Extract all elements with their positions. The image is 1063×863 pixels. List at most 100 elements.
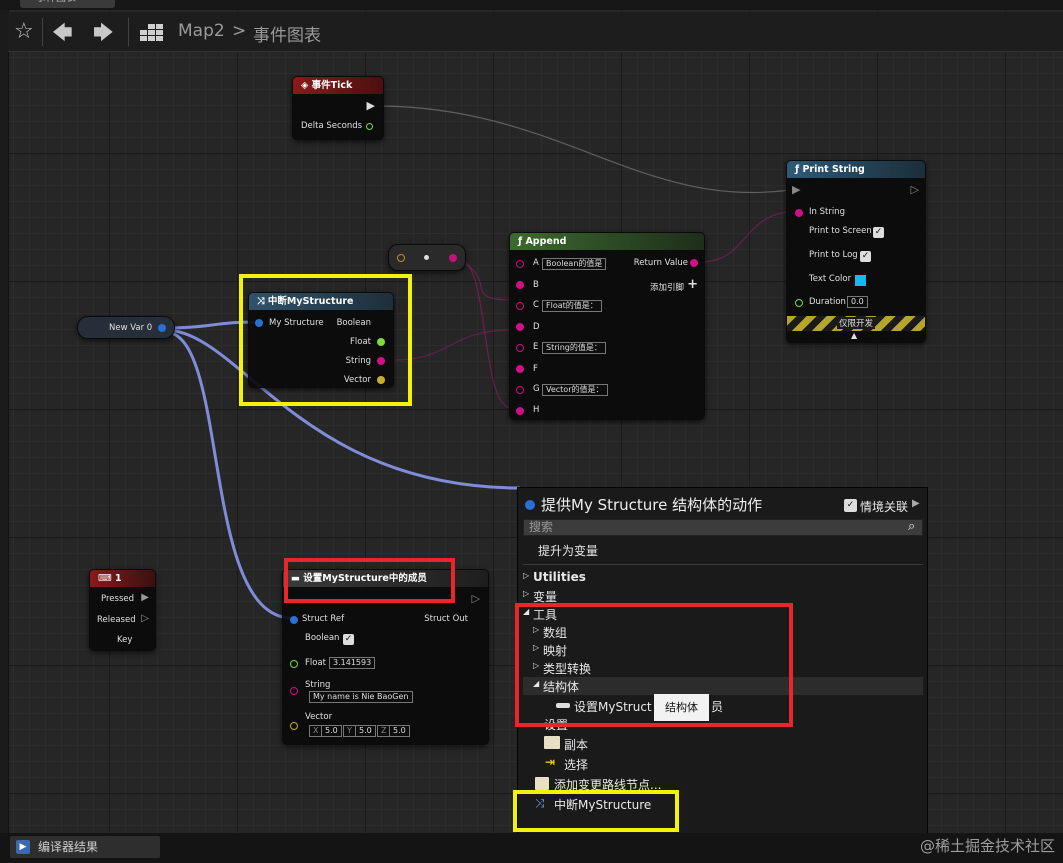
boolean-checkbox[interactable]: ✓ [343,634,354,645]
expand-arrow-icon[interactable]: ▲ [851,331,858,340]
menu-struct[interactable]: 结构体 [543,680,580,694]
expand-map-icon[interactable]: ▷ [533,643,540,652]
reroute-out-pin[interactable] [449,254,457,262]
collapse-tools-icon[interactable]: ◢ [523,607,530,616]
exec-in-pin[interactable]: ▶ [792,183,801,196]
reroute-icon [535,777,549,790]
vector-out-pin[interactable] [377,376,385,384]
chevron-right-icon[interactable]: ▶ [912,498,920,509]
menu-set-members[interactable]: 设置MyStruct [574,700,652,714]
search-icon[interactable]: ⌕ [908,519,916,534]
text-color-swatch[interactable] [855,275,866,286]
string-out-pin[interactable] [377,357,385,365]
expand-variables-icon[interactable]: ▷ [523,589,530,598]
menu-map[interactable]: 映射 [543,644,568,658]
in-string-pin[interactable] [795,209,803,217]
append-a-field[interactable]: Boolean的值是 [542,258,607,270]
menu-set-members-tail[interactable]: 员 [711,700,724,714]
watermark: @稀土掘金技术社区 [919,837,1055,855]
expand-cast-icon[interactable]: ▷ [533,661,540,670]
vector-y-field[interactable]: 5.0 [355,725,376,737]
append-g-field[interactable]: Vector的值是： [542,384,608,396]
forward-arrow-icon[interactable]: 🡆 [93,20,114,44]
float-out-label: Float [350,337,371,347]
append-e-pin[interactable] [516,344,524,352]
menu-struct-row[interactable] [523,677,923,695]
in-string-label: In String [809,207,845,217]
print-to-log-checkbox[interactable]: ✓ [860,251,871,262]
star-icon[interactable]: ☆ [14,19,34,44]
append-c-field[interactable]: Float的值是： [542,300,602,312]
expand-array-icon[interactable]: ▷ [533,625,540,634]
exec-out-pin[interactable]: ▷ [471,592,480,605]
duration-pin[interactable] [795,299,803,307]
append-return-pin[interactable] [690,259,698,267]
append-node[interactable]: ƒ Append A Boolean的值是 Return Value B 添加引… [509,232,705,420]
menu-copy[interactable]: 副本 [564,738,589,752]
function-icon: ƒ [795,164,803,175]
vector-y-label: Y [343,725,356,737]
add-pin-plus-icon[interactable]: + [687,277,698,292]
context-sensitive-checkbox[interactable]: ✓ [844,499,857,512]
string-wire-2 [457,259,513,301]
my-structure-in-pin[interactable] [255,319,263,327]
break-struct-node[interactable]: ⤨ 中断MyStructure My Structure Boolean Flo… [248,292,394,388]
append-e-field[interactable]: String的值是： [542,342,606,354]
append-g-pin[interactable] [516,386,524,394]
menu-array[interactable]: 数组 [543,626,568,640]
menu-tools[interactable]: 工具 [533,608,558,622]
search-input[interactable]: 搜索 [523,519,923,536]
expand-utilities-icon[interactable]: ▷ [523,571,530,580]
reroute-in-pin[interactable] [397,254,405,262]
pressed-exec-pin[interactable]: ▶ [141,592,149,603]
append-b-pin[interactable] [516,281,524,289]
menu-reroute[interactable]: 添加变更路线节点... [554,778,662,792]
vector-z-field[interactable]: 5.0 [389,725,410,737]
menu-select[interactable]: 选择 [564,758,589,772]
level-grid-icon [140,24,163,41]
vector-x-field[interactable]: 5.0 [321,725,342,737]
struct-wire-menu [164,328,521,490]
append-h-pin[interactable] [516,407,524,415]
float-in-pin[interactable] [290,660,298,668]
new-var-node[interactable]: New Var 0 [77,316,175,339]
print-string-node[interactable]: ƒ Print String ▶ ▷ In String Print to Sc… [786,160,926,343]
breadcrumb-map[interactable]: Map2 [178,21,225,41]
append-d-pin[interactable] [516,323,524,331]
delta-seconds-pin[interactable] [366,123,373,130]
menu-break-struct[interactable]: 中断MyStructure [554,798,652,812]
function-icon: ƒ [518,236,526,247]
string-in-pin[interactable] [290,687,298,695]
collapse-struct-icon[interactable]: ◢ [533,679,540,688]
struct-ref-pin[interactable] [290,616,298,624]
event-tick-node[interactable]: ◈ 事件Tick ▶ Delta Seconds [292,76,384,140]
menu-utilities[interactable]: Utilities [533,570,586,584]
breadcrumb-current[interactable]: 事件图表 [253,26,321,46]
struct-wire-set [164,330,293,620]
print-to-screen-checkbox[interactable]: ✓ [873,227,884,238]
append-c-label: C [533,300,539,310]
append-c-pin[interactable] [516,302,524,310]
exec-out-pin[interactable]: ▶ [366,99,375,112]
key-1-node[interactable]: ⌨ 1 Pressed ▶ Released ▷ Key [89,569,156,651]
context-sensitive-label[interactable]: 情境关联 [860,500,909,514]
duration-field[interactable]: 0.0 [847,296,868,308]
string-wire-4 [394,329,513,361]
tab-event-graph[interactable]: 事件图表 [20,0,115,8]
menu-variables[interactable]: 变量 [533,590,558,604]
menu-cast[interactable]: 类型转换 [543,662,592,676]
menu-promote-variable[interactable]: 提升为变量 [538,544,599,558]
vector-in-pin[interactable] [290,722,298,730]
float-field[interactable]: 3.141593 [329,657,376,669]
append-f-pin[interactable] [516,365,524,373]
append-a-pin[interactable] [516,260,524,268]
compiler-results-tab[interactable]: ▶ 编译器结果 [10,836,160,858]
float-out-pin[interactable] [377,338,385,346]
back-arrow-icon[interactable]: 🡄 [52,20,73,44]
released-exec-pin[interactable]: ▷ [141,613,149,624]
reroute-node[interactable] [388,244,466,271]
event-tick-header: ◈ 事件Tick [293,77,383,94]
exec-out-pin[interactable]: ▷ [910,183,919,196]
string-field[interactable]: My name is Nie BaoGen [309,691,413,703]
new-var-out-pin[interactable] [158,324,166,332]
